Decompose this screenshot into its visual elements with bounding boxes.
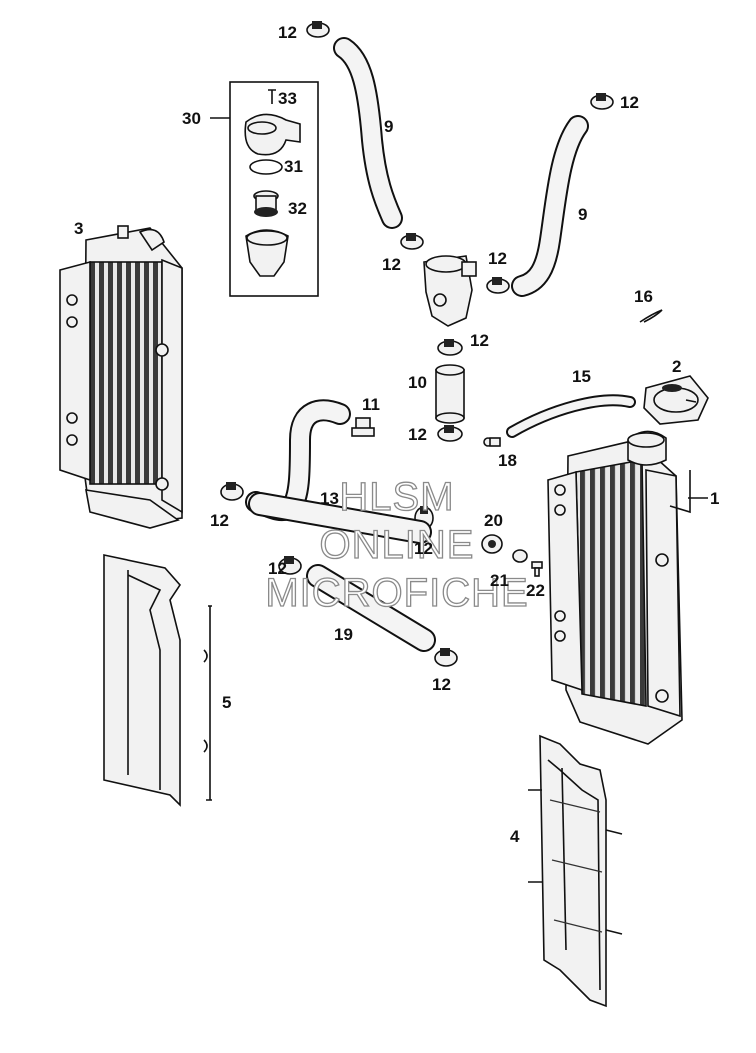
label-18: 18 (498, 451, 517, 470)
watermark-line-3: MICROFICHE (265, 571, 528, 615)
label-12-d: 12 (488, 249, 507, 268)
watermark-line-1: HLSM (339, 475, 454, 519)
part-labels: 12 33 30 9 12 31 32 9 3 12 12 16 12 2 10… (74, 23, 719, 846)
watermark-line-2: ONLINE (320, 523, 475, 567)
label-12-i: 12 (268, 559, 287, 578)
right-radiator (547, 399, 697, 745)
label-12-h: 12 (414, 539, 433, 558)
hose-fitting (483, 437, 501, 447)
upper-hose-left (333, 37, 403, 229)
label-16: 16 (634, 287, 653, 306)
bleed-screw (351, 417, 375, 437)
label-30: 30 (182, 109, 201, 128)
screw (531, 561, 543, 577)
right-shroud (528, 734, 623, 1008)
thermostat-kit-box (210, 81, 319, 297)
label-13: 13 (320, 489, 339, 508)
left-radiator (59, 225, 183, 529)
label-15: 15 (572, 367, 591, 386)
grommet (481, 534, 503, 554)
label-9-b: 9 (578, 205, 587, 224)
hose-clamps (220, 21, 614, 667)
label-12-a: 12 (278, 23, 297, 42)
label-12-e: 12 (470, 331, 489, 350)
label-12-g: 12 (210, 511, 229, 530)
label-9-a: 9 (384, 117, 393, 136)
label-33: 33 (278, 89, 297, 108)
label-11: 11 (362, 395, 380, 414)
label-12-j: 12 (432, 675, 451, 694)
upper-hose-right (511, 115, 589, 297)
overflow-hose (506, 394, 636, 438)
label-19: 19 (334, 625, 353, 644)
label-12-c: 12 (382, 255, 401, 274)
washer (512, 549, 528, 563)
label-10: 10 (408, 373, 427, 392)
label-12-f: 12 (408, 425, 427, 444)
label-21: 21 (490, 571, 509, 590)
label-31: 31 (284, 157, 303, 176)
label-22: 22 (526, 581, 545, 600)
label-2: 2 (672, 357, 681, 376)
label-32: 32 (288, 199, 307, 218)
water-pump-cover (423, 255, 477, 327)
label-20: 20 (484, 511, 503, 530)
label-1: 1 (710, 489, 719, 508)
left-shroud (103, 554, 212, 807)
label-3: 3 (74, 219, 83, 238)
cable-tie (639, 309, 663, 323)
watermark: HLSM ONLINE MICROFICHE (265, 474, 529, 615)
radiator-cap (643, 375, 709, 425)
label-5: 5 (222, 693, 231, 712)
short-hose (435, 364, 465, 424)
label-4: 4 (510, 827, 520, 846)
hose-13 (245, 399, 432, 544)
hose-19 (306, 564, 436, 652)
label-12-b: 12 (620, 93, 639, 112)
